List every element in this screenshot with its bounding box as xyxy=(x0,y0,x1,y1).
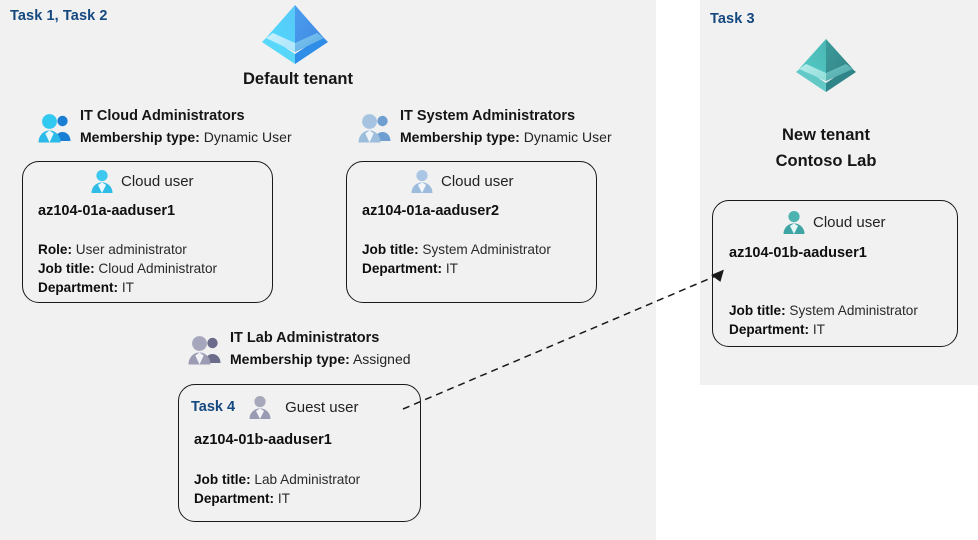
property-role: Role: User administrator xyxy=(38,240,217,259)
user-type-label: Cloud user xyxy=(121,172,194,190)
property-value: Cloud Administrator xyxy=(98,261,218,276)
user-type-row: Cloud user xyxy=(781,209,886,235)
group-name: IT Cloud Administrators xyxy=(80,108,245,124)
user-type-label: Cloud user xyxy=(441,172,514,190)
property-value: IT xyxy=(445,261,458,276)
property-job-title: Job title: System Administrator xyxy=(362,240,551,259)
user-type-row: Cloud user xyxy=(89,168,194,194)
property-label: Job title: xyxy=(194,472,251,487)
group-users-icon xyxy=(36,112,76,146)
task-label-left: Task 1, Task 2 xyxy=(10,8,108,24)
cloud-user-icon xyxy=(89,168,115,194)
group-users-icon xyxy=(356,112,396,146)
group-membership-label: Membership type: xyxy=(80,129,200,145)
property-label: Job title: xyxy=(729,303,786,318)
property-job-title: Job title: System Administrator xyxy=(729,301,918,320)
property-department: Department: IT xyxy=(362,259,551,278)
user-card-aaduser1: Cloud user az104-01a-aaduser1 Role: User… xyxy=(22,161,273,303)
azure-ad-tenant-icon xyxy=(791,36,861,96)
group-membership-label: Membership type: xyxy=(400,129,520,145)
user-type-label: Guest user xyxy=(285,398,359,416)
property-value: Lab Administrator xyxy=(254,472,361,487)
task-label-inline: Task 4 xyxy=(191,399,236,415)
user-principal-name: az104-01b-aaduser1 xyxy=(729,245,867,261)
property-value: IT xyxy=(277,491,290,506)
user-properties: Job title: System Administrator Departme… xyxy=(729,301,918,339)
property-label: Job title: xyxy=(362,242,419,257)
property-label: Job title: xyxy=(38,261,95,276)
user-principal-name: az104-01a-aaduser2 xyxy=(362,203,500,219)
new-tenant-caption-line1: New tenant xyxy=(781,126,870,144)
property-value: System Administrator xyxy=(789,303,918,318)
group-membership-label: Membership type: xyxy=(230,351,350,367)
user-card-new-tenant-user: Cloud user az104-01b-aaduser1 Job title:… xyxy=(712,200,958,347)
user-principal-name: az104-01b-aaduser1 xyxy=(194,432,332,448)
azure-ad-tenant-icon xyxy=(256,2,334,68)
group-membership-value: Assigned xyxy=(352,351,411,367)
property-department: Department: IT xyxy=(194,489,360,508)
property-label: Department: xyxy=(194,491,275,506)
group-membership-value: Dynamic User xyxy=(523,129,612,145)
property-value: System Administrator xyxy=(422,242,551,257)
property-label: Department: xyxy=(362,261,443,276)
property-department: Department: IT xyxy=(38,278,217,297)
default-tenant-caption: Default tenant xyxy=(242,70,353,88)
group-name: IT System Administrators xyxy=(400,108,576,124)
group-name: IT Lab Administrators xyxy=(230,330,380,346)
property-value: User administrator xyxy=(75,242,187,257)
user-card-guest: Task 4 Guest user az104-01b-aaduser1 Job… xyxy=(178,384,421,522)
user-type-row: Cloud user xyxy=(409,168,514,194)
group-users-icon xyxy=(186,334,226,368)
task-label-right: Task 3 xyxy=(710,11,755,27)
group-membership-value: Dynamic User xyxy=(203,129,292,145)
property-label: Department: xyxy=(729,322,810,337)
user-card-aaduser2: Cloud user az104-01a-aaduser2 Job title:… xyxy=(346,161,597,303)
property-label: Department: xyxy=(38,280,119,295)
default-tenant-panel xyxy=(0,0,656,540)
guest-user-icon xyxy=(247,394,273,420)
property-value: IT xyxy=(812,322,825,337)
user-principal-name: az104-01a-aaduser1 xyxy=(38,203,176,219)
property-value: IT xyxy=(121,280,134,295)
property-job-title: Job title: Lab Administrator xyxy=(194,470,360,489)
cloud-user-icon xyxy=(409,168,435,194)
group-membership-type: Membership type: Dynamic User xyxy=(80,129,292,145)
user-type-row: Task 4 Guest user xyxy=(191,394,358,420)
group-membership-type: Membership type: Assigned xyxy=(230,351,411,367)
cloud-user-icon xyxy=(781,209,807,235)
property-department: Department: IT xyxy=(729,320,918,339)
property-label: Role: xyxy=(38,242,72,257)
property-job-title: Job title: Cloud Administrator xyxy=(38,259,217,278)
user-properties: Role: User administrator Job title: Clou… xyxy=(38,240,217,297)
user-properties: Job title: System Administrator Departme… xyxy=(362,240,551,278)
new-tenant-caption-line2: Contoso Lab xyxy=(775,152,877,170)
user-properties: Job title: Lab Administrator Department:… xyxy=(194,470,360,508)
user-type-label: Cloud user xyxy=(813,213,886,231)
group-membership-type: Membership type: Dynamic User xyxy=(400,129,612,145)
